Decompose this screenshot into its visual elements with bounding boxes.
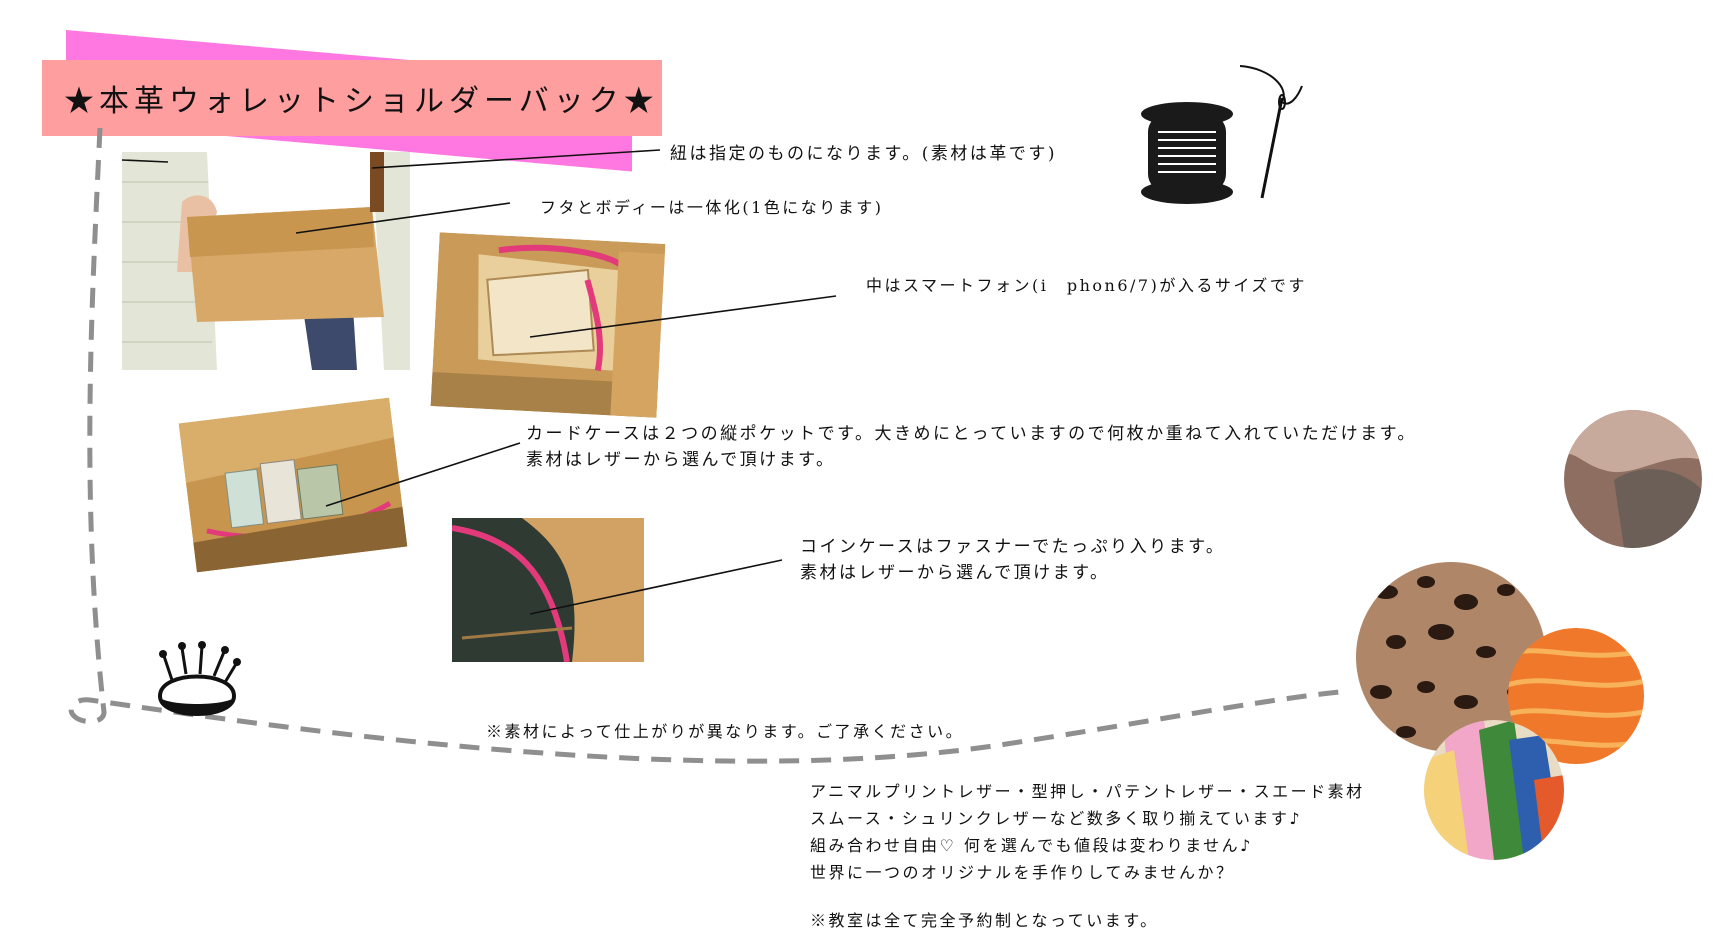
caption-card-line1: カードケースは２つの縦ポケットです。大きめにとっていますので何枚か重ねて入れてい… bbox=[526, 424, 1417, 444]
thread-spool-needle-icon bbox=[1141, 65, 1303, 204]
swatch-pony-hair bbox=[1564, 410, 1702, 548]
photo-card-case bbox=[178, 397, 408, 573]
photo-bag-inside-phone bbox=[430, 232, 666, 418]
caption-flap: フタとボディーは一体化(1色になります) bbox=[540, 198, 884, 217]
photo-bag-front bbox=[122, 152, 410, 370]
page-title: ★本革ウォレットショルダーバック★ bbox=[64, 84, 659, 119]
title-banner-salmon bbox=[42, 60, 662, 136]
caption-note: ※素材によって仕上がりが異なります。ご了承ください。 bbox=[486, 722, 965, 741]
materials-line2: スムース・シュリンクレザーなど数多く取り揃えています♪ bbox=[810, 809, 1303, 828]
caption-inside: 中はスマートフォン(i phon6/7)が入るサイズです bbox=[866, 276, 1307, 295]
caption-coin-line1: コインケースはファスナーでたっぷり入ります。 bbox=[800, 537, 1226, 557]
swatch-rolled-leathers bbox=[1424, 720, 1564, 860]
photo-coin-case bbox=[452, 518, 644, 662]
caption-strap: 紐は指定のものになります。(素材は革です) bbox=[670, 144, 1058, 164]
caption-card-line2: 素材はレザーから選んで頂けます。 bbox=[526, 450, 836, 470]
materials-line4: 世界に一つのオリジナルを手作りしてみませんか？ bbox=[810, 863, 1235, 882]
pincushion-icon bbox=[157, 641, 241, 716]
materials-line1: アニマルプリントレザー・型押し・パテントレザー・スエード素材 bbox=[810, 782, 1365, 801]
materials-line5: ※教室は全て完全予約制となっています。 bbox=[810, 911, 1159, 930]
caption-coin-line2: 素材はレザーから選んで頂けます。 bbox=[800, 563, 1110, 583]
materials-line3: 組み合わせ自由♡ 何を選んでも値段は変わりません♪ bbox=[810, 836, 1253, 855]
